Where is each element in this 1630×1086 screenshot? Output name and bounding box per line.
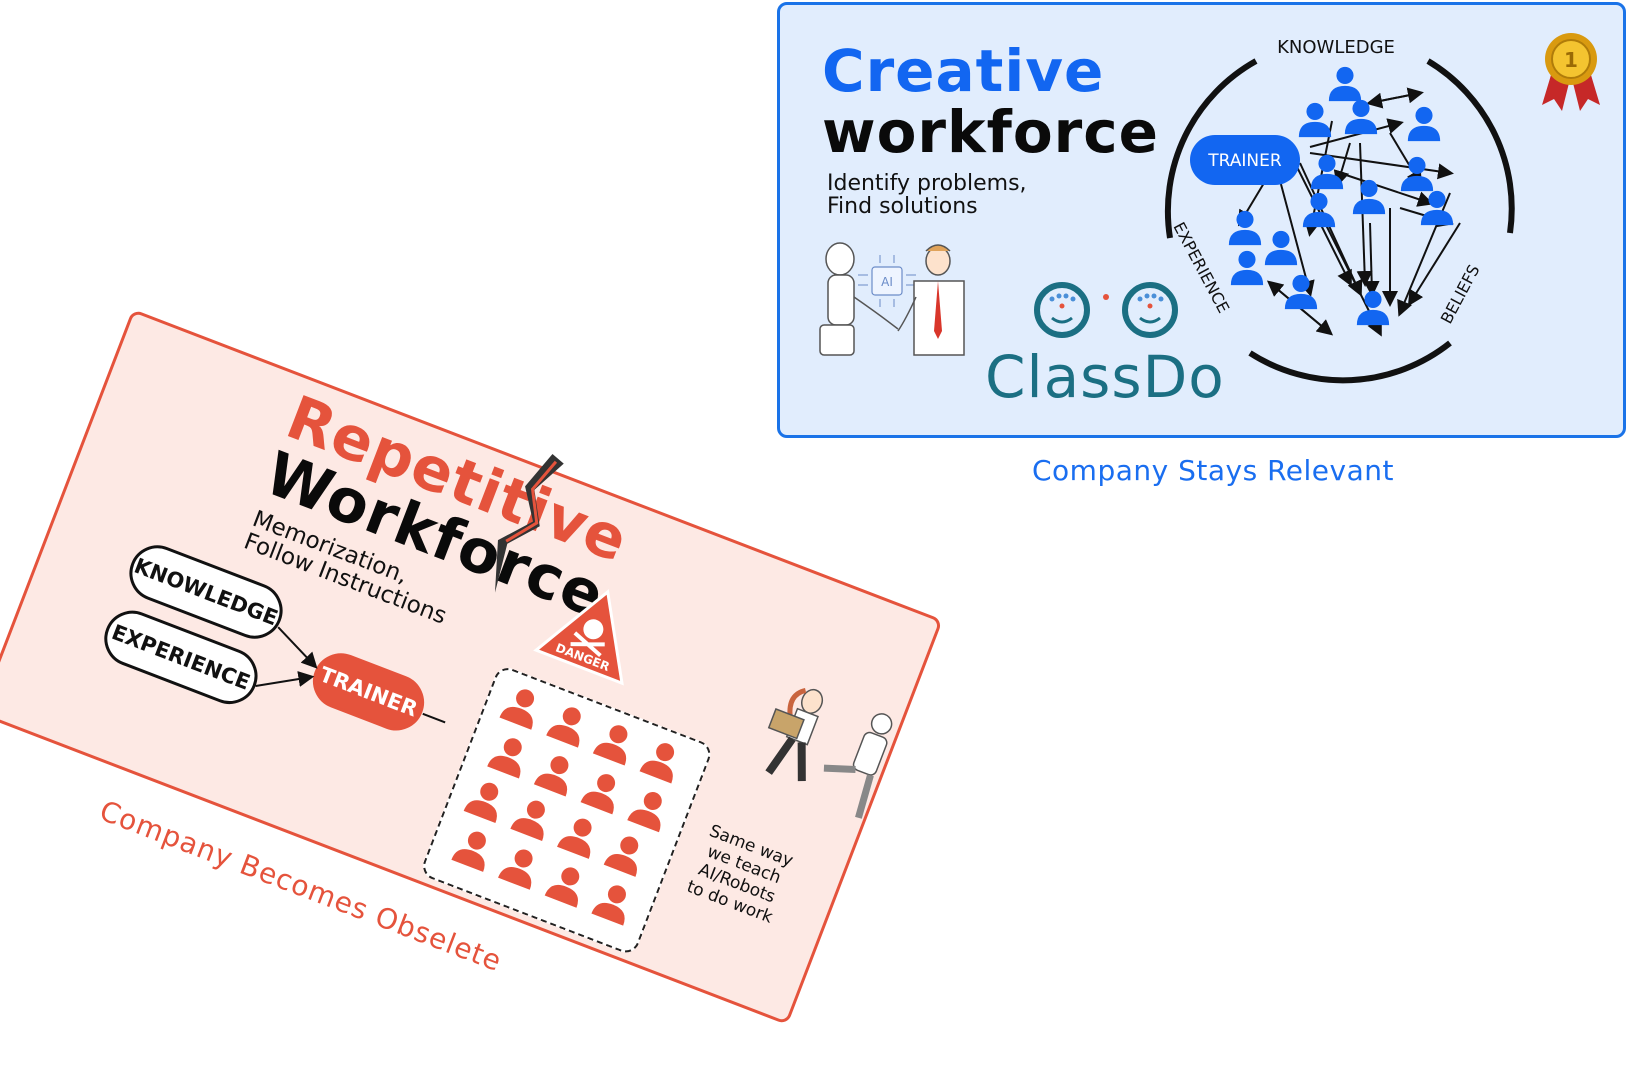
workforce-title: workforce — [822, 98, 1160, 166]
ai-chip-icon: AI — [858, 255, 916, 307]
crowd-person-icon — [499, 683, 545, 730]
creative-workforce-card: Creative workforce Identify problems, Fi… — [777, 2, 1626, 438]
person-icon — [1407, 106, 1441, 142]
crowd-person-icon — [639, 737, 685, 784]
crowd-person-icon — [463, 777, 509, 824]
crowd-person-icon — [592, 719, 638, 766]
creative-subtitle: Identify problems, Find solutions — [827, 171, 1027, 219]
svg-text:1: 1 — [1564, 48, 1578, 72]
robot-handshake-illustration: AI — [819, 242, 965, 356]
company-stays-relevant-caption: Company Stays Relevant — [1032, 454, 1394, 487]
classdo-brand: ClassDo — [985, 343, 1225, 411]
crowd-person-icon — [557, 813, 602, 859]
crowd-person-icon — [533, 750, 579, 797]
ring-arcs — [1164, 58, 1515, 384]
crowd-person-icon — [451, 826, 497, 872]
person-icon — [1310, 154, 1344, 190]
ring-label-experience: EXPERIENCE — [1169, 219, 1233, 316]
crowd-person-icon — [498, 844, 543, 890]
person-icon — [1302, 192, 1336, 228]
person-icon — [1328, 66, 1362, 102]
person-icon — [1264, 230, 1298, 266]
crack-icon — [494, 453, 564, 593]
crowd-person-icon — [627, 786, 672, 833]
crowd-person-icon — [591, 879, 637, 926]
gold-medal-icon: 1 — [1542, 33, 1600, 111]
robot-kicking-worker-illustration — [765, 687, 893, 819]
businessman-figure — [897, 244, 965, 356]
network-diagram: KNOWLEDGE EXPERIENCE BELIEFS — [1164, 37, 1515, 384]
ai-chip-label: AI — [881, 275, 893, 289]
trainer-node: TRAINER — [1190, 135, 1300, 185]
person-icon — [1230, 250, 1264, 286]
person-icon — [1400, 156, 1434, 192]
person-icon — [1228, 210, 1262, 246]
crowd-person-icon — [487, 732, 532, 779]
crowd-person-icon — [510, 795, 556, 841]
robot-figure — [819, 242, 899, 356]
person-icon — [1344, 99, 1378, 135]
crowd-person-icon — [544, 861, 590, 908]
repetitive-workforce-card: Repetitive Workforce Memorization, Follo… — [0, 308, 943, 1026]
crowd-person-icon — [580, 768, 626, 815]
person-icon — [1352, 179, 1386, 215]
person-icon — [1284, 274, 1318, 310]
ring-label-beliefs: BELIEFS — [1437, 262, 1484, 327]
creative-title: Creative — [822, 37, 1105, 105]
ring-label-knowledge: KNOWLEDGE — [1277, 37, 1395, 58]
person-icon — [1298, 102, 1332, 138]
crowd-person-icon — [603, 831, 649, 877]
classdo-logo-icon — [1034, 282, 1178, 338]
trainer-label-creative: TRAINER — [1207, 151, 1282, 171]
crowd-person-icon — [546, 701, 591, 748]
